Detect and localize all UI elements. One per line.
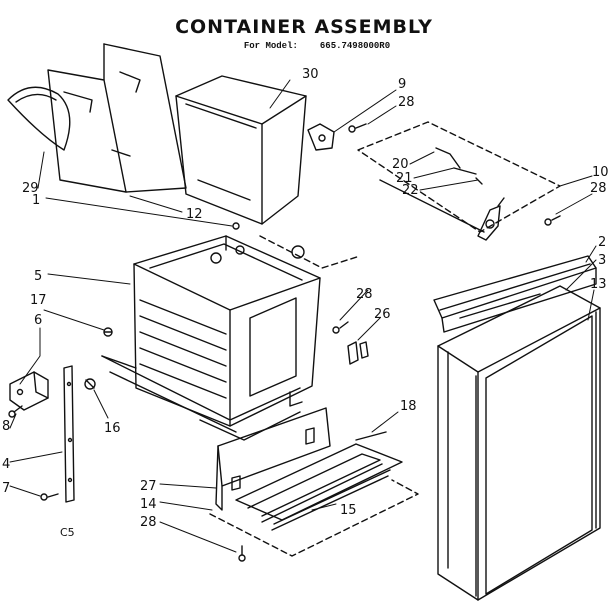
callout-17: 17 <box>30 293 47 308</box>
model-number: 665.7498000R0 <box>319 41 391 51</box>
callout-28-a: 28 <box>398 95 415 110</box>
part-6-hinge <box>9 371 49 411</box>
callout-28-d: 28 <box>140 515 157 530</box>
callout-15: 15 <box>340 503 357 518</box>
part-28-screw-d <box>238 545 246 562</box>
callout-5: 5 <box>34 269 42 284</box>
part-18-rod <box>355 431 387 441</box>
part-29-shield <box>7 86 71 151</box>
part-1-screw <box>232 222 240 230</box>
callout-29: 29 <box>22 181 39 196</box>
part-28-screw-b <box>544 215 561 226</box>
callout-30: 30 <box>302 67 319 82</box>
callout-10: 10 <box>592 165 608 180</box>
part-5-cabinet <box>101 235 321 441</box>
callout-9: 9 <box>398 77 406 92</box>
callout-18: 18 <box>400 399 417 414</box>
part-15-tray <box>235 443 403 531</box>
callout-28-c: 28 <box>356 287 373 302</box>
leader-dashed-2 <box>209 479 419 557</box>
callout-13: 13 <box>590 277 607 292</box>
callout-27: 27 <box>140 479 157 494</box>
callout-14: 14 <box>140 497 157 512</box>
part-4-strip <box>63 365 75 503</box>
part-26-clip <box>347 341 369 365</box>
part-2-top-rail <box>433 255 597 333</box>
callout-7: 7 <box>2 481 10 496</box>
callout-22: 22 <box>402 183 419 198</box>
callout-labels: 30 9 28 29 1 12 10 20 21 22 28 2 3 13 5 … <box>2 67 608 539</box>
callout-1: 1 <box>32 193 40 208</box>
callout-28-b: 28 <box>590 181 607 196</box>
callout-20: 20 <box>392 157 409 172</box>
part-28-screw-a <box>348 123 367 133</box>
callout-3: 3 <box>598 253 606 268</box>
diagram-title: CONTAINER ASSEMBLY <box>175 16 433 38</box>
callout-16: 16 <box>104 421 121 436</box>
part-27-plate <box>215 407 331 511</box>
part-10-linkage <box>357 121 561 241</box>
model-label: For Model: <box>243 41 298 51</box>
part-28-screw-c <box>332 321 349 334</box>
callout-2: 2 <box>598 235 606 250</box>
callout-6: 6 <box>34 313 42 328</box>
callout-4: 4 <box>2 457 10 472</box>
part-7-screw <box>40 493 59 501</box>
callout-12: 12 <box>186 207 203 222</box>
part-12-container-panels <box>47 43 187 193</box>
callout-8: 8 <box>2 419 10 434</box>
leader-lines <box>9 79 597 553</box>
leader-dashed-1 <box>259 235 361 269</box>
callout-21: 21 <box>396 171 413 186</box>
part-3-door-frame <box>437 285 601 601</box>
part-30-container-bag <box>175 75 307 225</box>
part-8-screw <box>8 405 23 418</box>
part-16-knob <box>84 378 96 390</box>
model-line: For Model: 665.7498000R0 <box>0 41 608 51</box>
callout-26: 26 <box>374 307 391 322</box>
part-9-bracket <box>307 123 335 151</box>
part-17-screw <box>103 327 113 337</box>
page-code: C5 <box>60 526 75 539</box>
